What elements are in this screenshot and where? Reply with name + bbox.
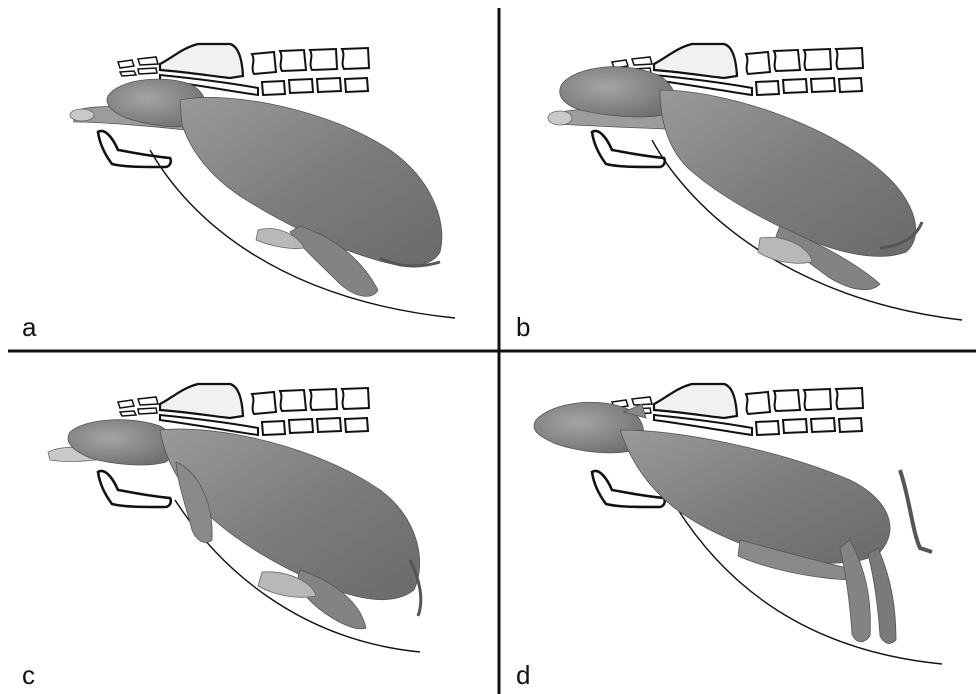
panel-label-c: c [22, 662, 35, 688]
panel-label-b: b [516, 314, 530, 340]
panel-label-a: a [22, 314, 36, 340]
panel-label-d: d [516, 662, 530, 688]
